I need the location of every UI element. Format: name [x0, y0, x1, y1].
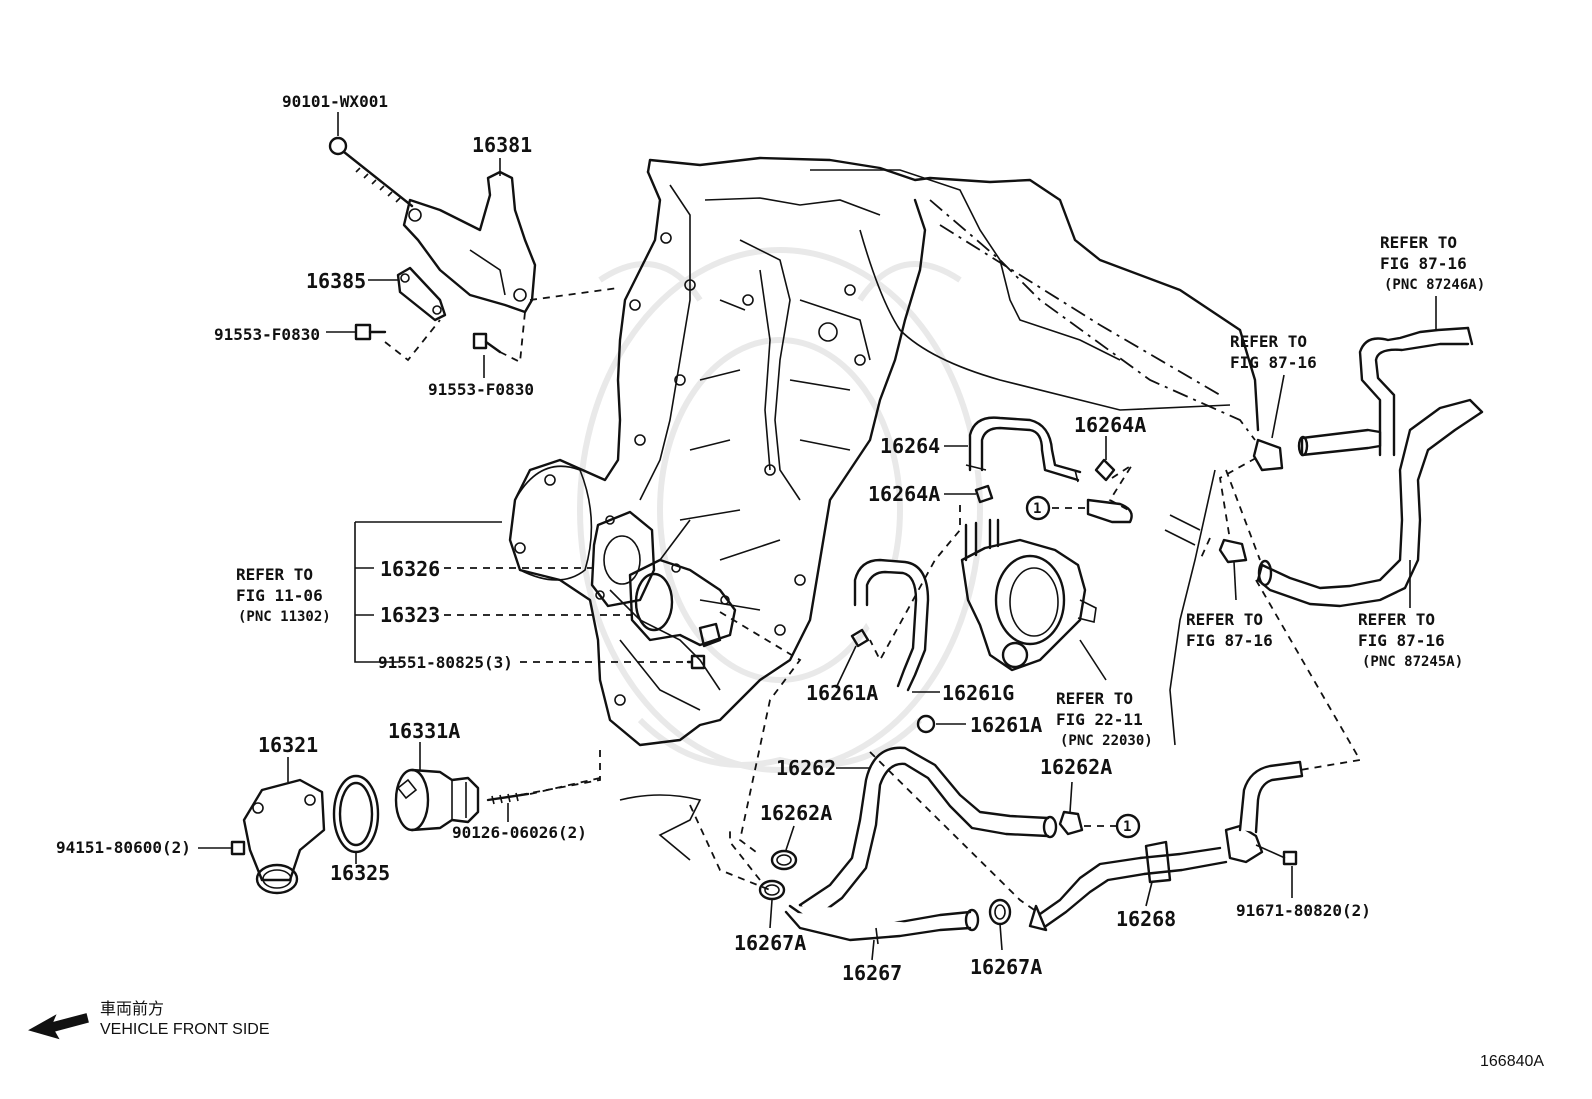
- label-16326: 16326: [380, 557, 440, 581]
- label-16261A-b: 16261A: [970, 713, 1042, 737]
- clamp-16262A-left: [770, 849, 798, 871]
- small-hose-circle-1: [1086, 498, 1133, 524]
- label-91551: 91551-80825(3): [378, 653, 513, 672]
- clamp-right-lower: [1218, 538, 1248, 564]
- thermostat-leaders: [198, 742, 601, 864]
- water-outlet-16321: [242, 778, 326, 895]
- thermostat-16331A: [394, 768, 480, 832]
- clamp-16261A-lower: [916, 714, 936, 734]
- refer-left-line1: REFER TO: [236, 565, 313, 584]
- label-90101: 90101-WX001: [282, 92, 388, 111]
- refer-throttle-line1: REFER TO: [1056, 689, 1133, 708]
- water-inlet-housing-16323: [628, 558, 737, 648]
- label-91553-a: 91553-F0830: [214, 325, 320, 344]
- lower-leaders: [729, 751, 1293, 961]
- right-lower-hose: [1256, 398, 1484, 608]
- clamp-right-upper: [1252, 438, 1284, 472]
- label-16267A-right: 16267A: [970, 955, 1042, 979]
- label-16267: 16267: [842, 961, 902, 985]
- hose-16262: [798, 746, 1058, 922]
- bracket-16381: [402, 170, 537, 314]
- clamp-16264A-side: [974, 484, 994, 504]
- circle-ref-a: [1025, 495, 1051, 521]
- refer-lower-mid-line2: FIG 87-16: [1186, 631, 1273, 650]
- refer-left-line2: FIG 11-06: [236, 586, 323, 605]
- bolt-94151: [230, 840, 246, 856]
- refer-throttle-line3: (PNC 22030): [1060, 733, 1153, 749]
- refer-lower-mid-line1: REFER TO: [1186, 610, 1263, 629]
- timing-cover-outline: [508, 156, 1260, 861]
- clamp-16267A-right: [988, 898, 1012, 926]
- watermark-emblem: [577, 247, 983, 773]
- label-16325: 16325: [330, 861, 390, 885]
- label-16262A-left: 16262A: [760, 801, 832, 825]
- refer-top-right-line1: REFER TO: [1380, 233, 1457, 252]
- label-16385: 16385: [306, 269, 366, 293]
- refer-top-right-line2: FIG 87-16: [1380, 254, 1467, 273]
- label-16261G: 16261G: [942, 681, 1014, 705]
- refer-lower-right-line2: FIG 87-16: [1358, 631, 1445, 650]
- bolt-91553-b: [472, 332, 502, 354]
- label-16264A-side: 16264A: [868, 482, 940, 506]
- refer-top-right-line3: (PNC 87246A): [1384, 277, 1485, 293]
- vehicle-front-arrow-icon: [28, 1013, 89, 1040]
- right-leaders: [1199, 296, 1437, 771]
- plate-16385: [396, 266, 447, 322]
- throttle-leaders: [835, 436, 1133, 725]
- refer-mid-right-line1: REFER TO: [1230, 332, 1307, 351]
- refer-mid-right-line2: FIG 87-16: [1230, 353, 1317, 372]
- label-16323: 16323: [380, 603, 440, 627]
- gasket-16326: [590, 510, 656, 608]
- circle-ref-b: [1115, 813, 1141, 839]
- refer-lower-right-line3: (PNC 87245A): [1362, 654, 1463, 670]
- label-16331A: 16331A: [388, 719, 460, 743]
- label-16381: 16381: [472, 133, 532, 157]
- hose-16264: [965, 416, 1082, 483]
- label-16262A-right: 16262A: [1040, 755, 1112, 779]
- label-91553-b: 91553-F0830: [428, 380, 534, 399]
- hose-16267: [784, 904, 980, 945]
- label-90126: 90126-06026(2): [452, 823, 587, 842]
- clamp-16261A-upper: [850, 628, 870, 648]
- refer-bracket-left: [354, 521, 802, 891]
- vehicle-front-jp: 車両前方: [100, 999, 164, 1018]
- refer-left-line3: (PNC 11302): [238, 609, 331, 625]
- clamp-16267A-left: [758, 879, 786, 901]
- refer-throttle-line2: FIG 22-11: [1056, 710, 1143, 729]
- gasket-16325: [332, 774, 380, 854]
- throttle-body: [960, 518, 1097, 672]
- label-16261A-a: 16261A: [806, 681, 878, 705]
- bolt-91553-a: [354, 323, 387, 341]
- label-16262: 16262: [776, 756, 836, 780]
- pipe-16268: [1028, 760, 1304, 932]
- right-upper-hose: [1297, 326, 1474, 457]
- bracket-leaders: [326, 112, 619, 378]
- label-16267A-left: 16267A: [734, 931, 806, 955]
- bolt-91671: [1282, 850, 1298, 866]
- stud-90126: [486, 792, 530, 805]
- label-16264: 16264: [880, 434, 940, 458]
- label-16264A-top: 16264A: [1074, 413, 1146, 437]
- label-16268: 16268: [1116, 907, 1176, 931]
- circle-ref-a-text: 1: [1033, 501, 1041, 517]
- diagram-id: 166840A: [1480, 1053, 1544, 1070]
- label-91671: 91671-80820(2): [1236, 901, 1371, 920]
- clamp-16262A-right: [1058, 810, 1084, 836]
- clamp-16264A-top: [1094, 458, 1116, 482]
- label-16321: 16321: [258, 733, 318, 757]
- hose-16261G: [853, 558, 930, 692]
- circle-ref-b-text: 1: [1123, 819, 1131, 835]
- vehicle-front-en: VEHICLE FRONT SIDE: [100, 1021, 270, 1038]
- bolt-90101: [328, 136, 414, 208]
- label-94151: 94151-80600(2): [56, 838, 191, 857]
- refer-lower-right-line1: REFER TO: [1358, 610, 1435, 629]
